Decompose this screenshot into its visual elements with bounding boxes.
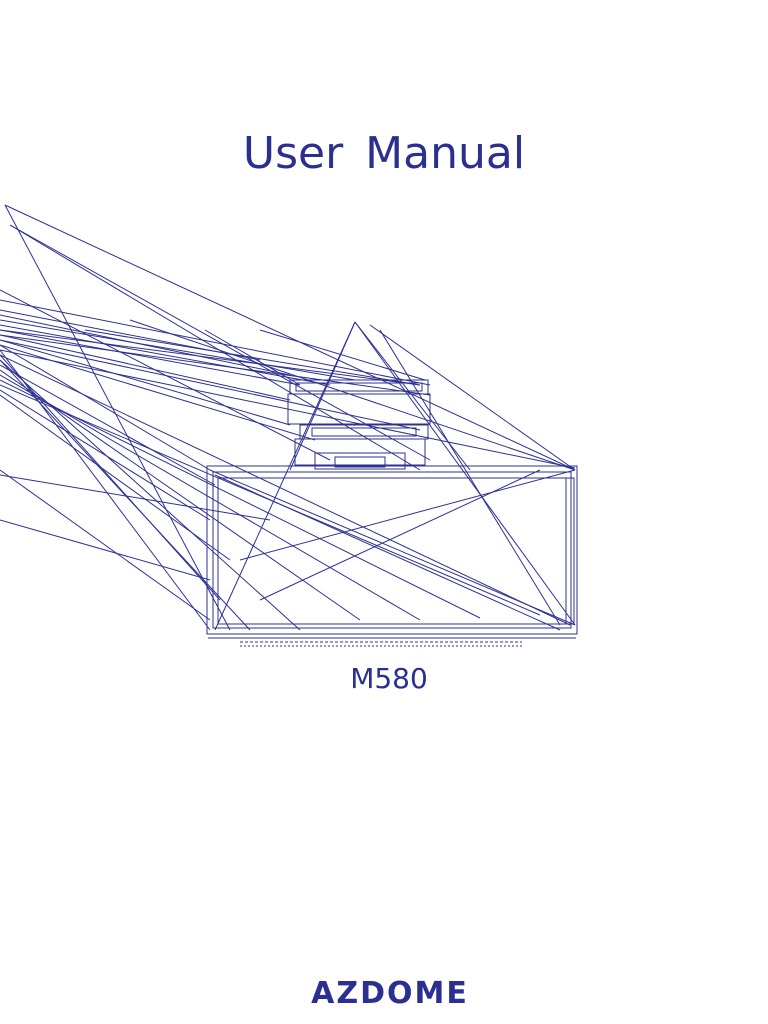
dashcam-wireframe-icon bbox=[0, 204, 578, 647]
brand-logo: AZDOME bbox=[311, 976, 469, 1011]
model-number: M580 bbox=[350, 662, 428, 695]
page-title: User Manual bbox=[242, 128, 526, 179]
